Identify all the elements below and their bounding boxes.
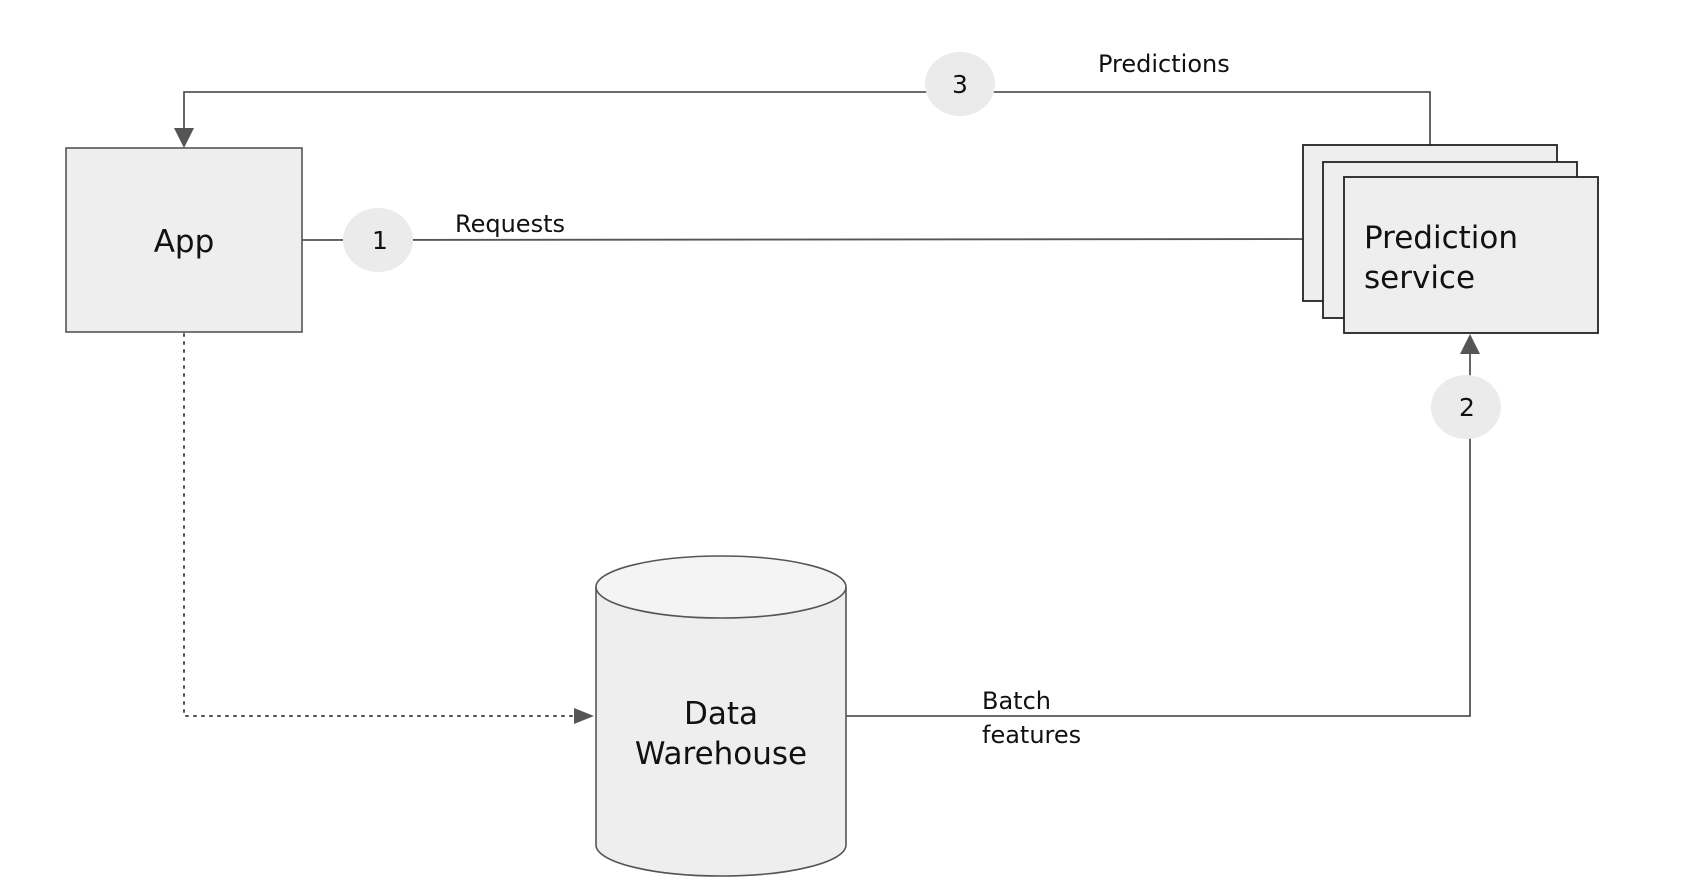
data-warehouse-cylinder-body	[595, 587, 847, 877]
data-warehouse-cylinder-top	[595, 555, 847, 619]
warehouse-arrowhead	[574, 708, 594, 724]
app-node: App	[65, 147, 303, 333]
app-box	[65, 147, 303, 333]
step-number-1: 1	[372, 226, 388, 255]
data-warehouse-label-line-2: Warehouse	[635, 736, 807, 772]
prediction-service-label-line-1: Prediction	[1364, 220, 1518, 256]
app-to-warehouse-edge	[183, 333, 594, 724]
step-number-2: 2	[1459, 393, 1475, 422]
predictions-edge: 3 Predictions	[174, 50, 1431, 148]
requests-edge: 1 Requests	[301, 208, 1324, 272]
data-warehouse-label-line-1: Data	[684, 696, 758, 732]
step-number-3: 3	[952, 70, 968, 99]
app-label: App	[154, 224, 215, 260]
step-badge-2	[1431, 375, 1501, 439]
prediction-service-label-line-2: service	[1364, 260, 1475, 296]
batch-features-edge: 2 Batch features	[846, 334, 1501, 749]
requests-label: Requests	[455, 210, 565, 238]
step-badge-3	[925, 52, 995, 116]
predictions-label: Predictions	[1098, 50, 1230, 78]
step-badge-1	[343, 208, 413, 272]
prediction-service-node: Prediction service	[1302, 144, 1599, 334]
prediction-service-box	[1343, 176, 1599, 334]
data-warehouse-node: Data Warehouse	[595, 555, 847, 877]
batch-features-label-line-1: Batch	[982, 687, 1051, 715]
batch-features-label-line-2: features	[982, 721, 1081, 749]
